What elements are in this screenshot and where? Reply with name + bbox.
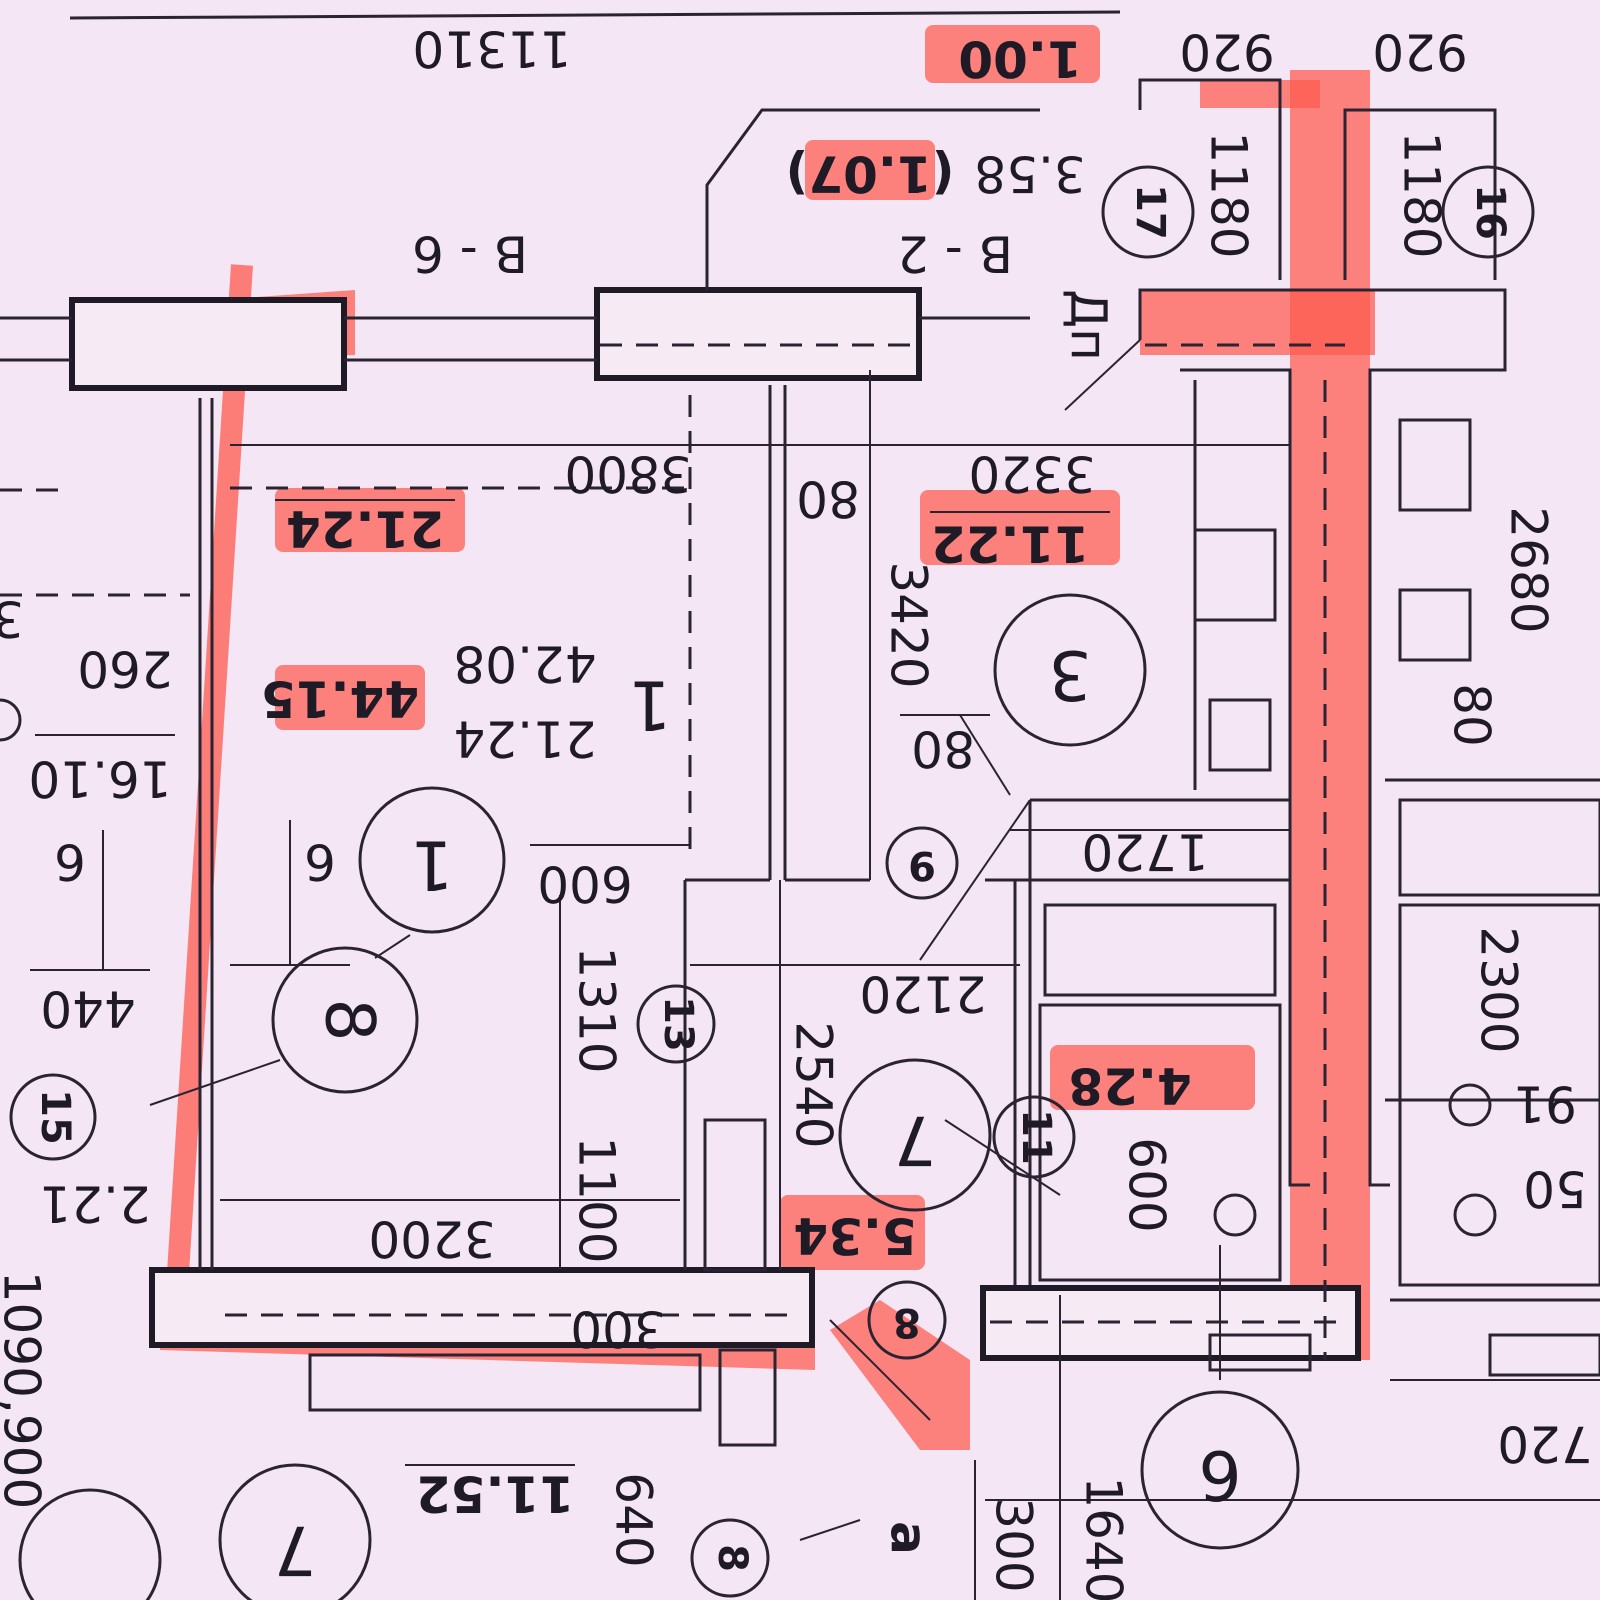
axis-lines bbox=[0, 343, 1350, 1360]
dim-3200: 3200 bbox=[368, 1210, 495, 1268]
dim-80-c: 80 bbox=[1443, 683, 1501, 747]
marker-17: 17 bbox=[1127, 184, 1173, 240]
dim-3-edge: 3 bbox=[0, 590, 24, 648]
room-number-7-b: 7 bbox=[273, 1509, 316, 1588]
marker-16: 16 bbox=[1467, 184, 1513, 240]
dim-600-b: 600 bbox=[1118, 1137, 1176, 1232]
marker-9: 9 bbox=[908, 842, 936, 888]
apartment-number-1: 1 bbox=[628, 664, 671, 743]
room-number-7: 7 bbox=[893, 1099, 936, 1178]
dim-3800: 3800 bbox=[564, 445, 691, 503]
marker-15: 15 bbox=[32, 1089, 78, 1145]
room-number-8: 8 bbox=[309, 998, 388, 1041]
dim-2680: 2680 bbox=[1500, 506, 1558, 633]
area-4-28: 4.28 bbox=[1068, 1057, 1191, 1115]
wall-label-b2: B - 2 bbox=[897, 225, 1013, 283]
area-2-21: 2.21 bbox=[39, 1175, 150, 1233]
dim-1310: 1310 bbox=[568, 946, 626, 1073]
room-number-1: 1 bbox=[410, 824, 453, 903]
area-5-34: 5.34 bbox=[793, 1207, 916, 1265]
plan-labels: 11310 1.00 920 920 3.58 (1.07) B - 6 B -… bbox=[0, 20, 1593, 1600]
dim-80-b: 80 bbox=[911, 720, 975, 778]
area-42-08: 42.08 bbox=[453, 635, 596, 693]
dim-260: 260 bbox=[77, 640, 172, 698]
dim-640: 640 bbox=[605, 1472, 663, 1567]
dim-300-a: 300 bbox=[570, 1300, 665, 1358]
circle-markers bbox=[0, 165, 1535, 1600]
dim-2300: 2300 bbox=[1470, 926, 1528, 1053]
dim-2540: 2540 bbox=[785, 1021, 843, 1148]
dim-1640: 1640 bbox=[1075, 1476, 1133, 1600]
mark-a: a bbox=[880, 1521, 938, 1555]
dim-11310: 11310 bbox=[412, 20, 571, 78]
marker-8-a: 8 bbox=[893, 1299, 921, 1345]
dim-1720: 1720 bbox=[1081, 823, 1208, 881]
area-11-52: 11.52 bbox=[416, 1465, 574, 1523]
wall-label-b6: B - 6 bbox=[412, 225, 528, 283]
dim-6-a: 6 bbox=[54, 833, 86, 891]
dim-91: 91 bbox=[1513, 1075, 1577, 1133]
dim-80-a: 80 bbox=[796, 470, 860, 528]
marker-11: 11 bbox=[1013, 1109, 1059, 1165]
dim-6-b: 6 bbox=[304, 833, 336, 891]
area-1-07: (1.07) bbox=[785, 145, 954, 203]
area-44-15: 44.15 bbox=[261, 670, 419, 728]
dim-3320: 3320 bbox=[968, 445, 1095, 503]
area-1-00: 1.00 bbox=[958, 30, 1081, 88]
dim-720: 720 bbox=[1497, 1415, 1592, 1473]
dimension-lines bbox=[30, 339, 1600, 1600]
marker-8-b: 8 bbox=[709, 1544, 755, 1572]
area-21-24-highlighted: 21.24 bbox=[286, 500, 444, 558]
highlighter-marks bbox=[160, 25, 1375, 1450]
dim-1100: 1100 bbox=[568, 1136, 626, 1263]
marker-13: 13 bbox=[655, 996, 701, 1052]
dim-50: 50 bbox=[1523, 1160, 1587, 1218]
dim-2120: 2120 bbox=[859, 965, 986, 1023]
mark-dp: Дп bbox=[1060, 289, 1118, 361]
area-11-22: 11.22 bbox=[931, 515, 1089, 573]
dim-920-a: 920 bbox=[1179, 23, 1274, 81]
room-number-3: 3 bbox=[1048, 634, 1091, 713]
dim-1180-a: 1180 bbox=[1200, 131, 1258, 258]
area-3-58: 3.58 bbox=[974, 145, 1085, 203]
dim-600-a: 600 bbox=[537, 855, 632, 913]
dim-440: 440 bbox=[40, 980, 135, 1038]
dim-1090-900: 1090,900 bbox=[0, 1271, 51, 1510]
room-number-6: 6 bbox=[1198, 1434, 1241, 1513]
area-16-10: 16.10 bbox=[28, 750, 171, 808]
dim-1180-b: 1180 bbox=[1393, 131, 1451, 258]
area-21-24: 21.24 bbox=[453, 710, 596, 768]
dim-3420: 3420 bbox=[880, 561, 938, 688]
dim-300-b: 300 bbox=[985, 1497, 1043, 1592]
dim-920-b: 920 bbox=[1372, 23, 1467, 81]
